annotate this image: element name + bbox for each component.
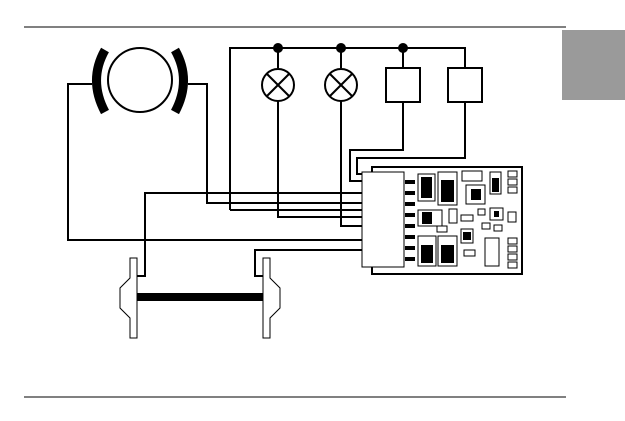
lamp2-return-wire — [341, 101, 362, 226]
decoder-pin-header — [362, 172, 404, 267]
lamp-symbol-2 — [325, 69, 357, 101]
motor-wire-right — [188, 84, 362, 203]
function-output-box-1 — [386, 68, 420, 102]
function-output-box-2 — [448, 68, 482, 102]
decoder-board — [362, 167, 522, 274]
box2-return-wire — [357, 102, 465, 174]
axle — [137, 293, 263, 301]
left-wheel — [120, 258, 137, 338]
section-tab — [562, 30, 625, 100]
right-wheel — [263, 258, 280, 338]
motor-symbol — [97, 48, 184, 112]
lamp-symbol-1 — [262, 69, 294, 101]
right-wheel-pickup-wire — [255, 250, 362, 276]
left-wheel-pickup-wire — [137, 193, 362, 276]
